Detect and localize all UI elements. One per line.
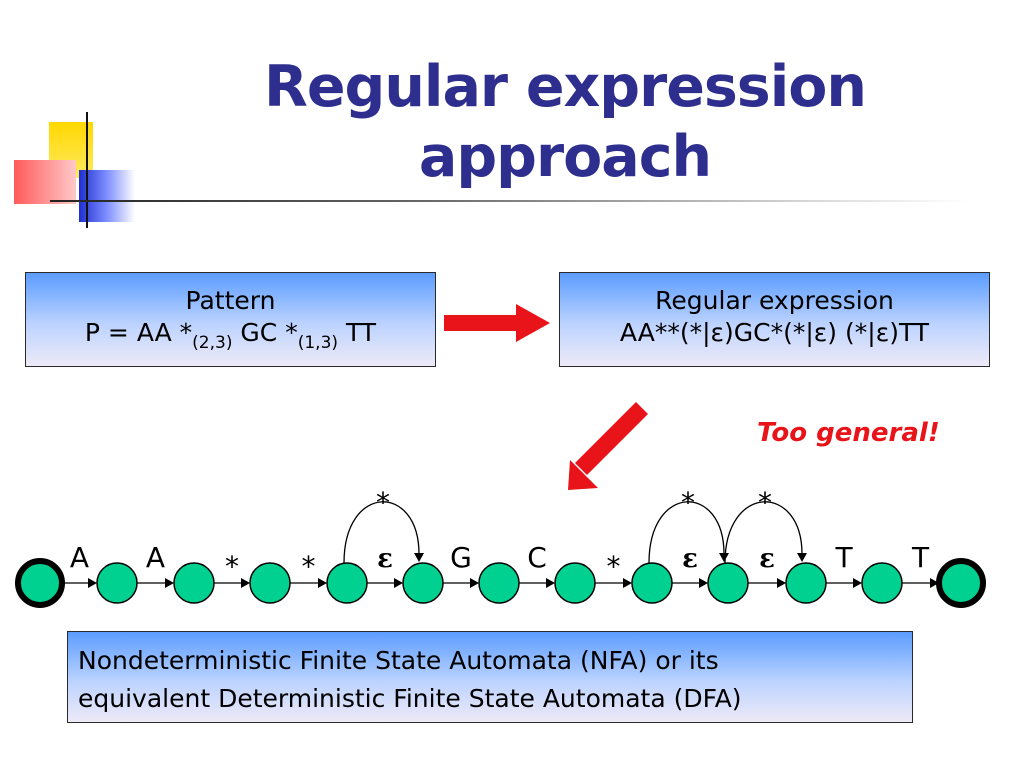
nfa-line-2: equivalent Deterministic Finite State Au… [78,684,742,713]
transition-arrowhead [699,578,708,588]
transition-label: G [450,541,472,574]
transition-labels: A A * * ε G C * ε ε T T [70,541,930,583]
title-underline [50,200,970,202]
state [326,562,368,604]
pattern-subscript: (2,3) [192,333,233,353]
pattern-part: GC * [232,318,298,347]
state [554,562,596,604]
page-title: Regular expression approach [180,52,950,192]
transition-arrows [62,578,939,588]
state [173,562,215,604]
epsilon-symbol: ε [710,318,725,347]
transition-arrowhead [165,578,174,588]
transition-arrowhead [853,578,862,588]
state [785,562,827,604]
title-line-1: Regular expression [263,54,867,120]
transition-label: C [527,541,547,574]
regex-part: ) (*| [827,318,876,347]
transition-arrowhead [930,578,939,588]
pattern-subscript: (1,3) [297,333,339,353]
nfa-box: Nondeterministic Finite State Automata (… [67,631,913,723]
pattern-part: TT [338,318,377,347]
transition-label: ε [759,544,775,574]
transition-arrowhead [546,578,555,588]
loop-arc [343,501,420,564]
loop-arrows: * * * [343,486,807,564]
nfa-line-1: Nondeterministic Finite State Automata (… [78,646,719,675]
transition-label: A [70,541,89,574]
right-arrow-icon [444,304,550,342]
diagonal-arrow-icon [568,402,648,490]
transition-arrowhead [777,578,786,588]
regex-part: )GC*(*| [724,318,814,347]
state [861,562,903,604]
transition-arrowhead [318,578,327,588]
loop-label: * [376,486,390,519]
loop-arc [724,501,803,564]
epsilon-symbol: ε [813,318,828,347]
final-state [15,558,65,608]
loop-arrowhead [414,553,424,562]
loop-label: * [758,486,772,519]
loop-arrowhead [797,553,807,562]
pattern-heading: Pattern [185,286,276,315]
state [96,562,138,604]
transition-arrowhead [88,578,97,588]
state [707,562,749,604]
state [631,562,673,604]
loop-arc [648,501,725,564]
state [402,562,444,604]
decor-vertical-line [86,112,88,228]
transition-label: * [225,550,239,583]
loop-arrowhead [719,553,729,562]
regex-part: )TT [889,318,930,347]
title-line-2: approach [418,124,712,190]
transition-label: ε [682,544,698,574]
regex-part: AA**(*| [619,318,711,347]
pattern-part: P = AA * [84,318,193,347]
decor-blue-square [79,170,135,222]
state [249,562,291,604]
pattern-formula: P = AA *(2,3) GC *(1,3) TT [26,317,435,353]
regex-box: Regular expression AA**(*|ε)GC*(*|ε) (*|… [559,272,990,367]
final-state [936,558,986,608]
transition-arrowhead [470,578,479,588]
loop-label: * [681,486,695,519]
regex-heading: Regular expression [655,286,894,315]
epsilon-symbol: ε [875,318,890,347]
decor-red-square [14,160,76,204]
transition-label: A [146,541,165,574]
transition-label: T [834,541,853,574]
automaton-states [15,558,986,608]
transition-label: T [911,541,930,574]
transition-label: * [607,550,621,583]
regex-formula: AA**(*|ε)GC*(*|ε) (*|ε)TT [560,317,989,349]
transition-label: * [302,550,316,583]
pattern-box: Pattern P = AA *(2,3) GC *(1,3) TT [25,272,436,367]
transition-arrowhead [241,578,250,588]
transition-arrowhead [394,578,403,588]
too-general-label: Too general! [757,418,940,448]
transition-arrowhead [623,578,632,588]
state [478,562,520,604]
transition-label: ε [377,544,393,574]
